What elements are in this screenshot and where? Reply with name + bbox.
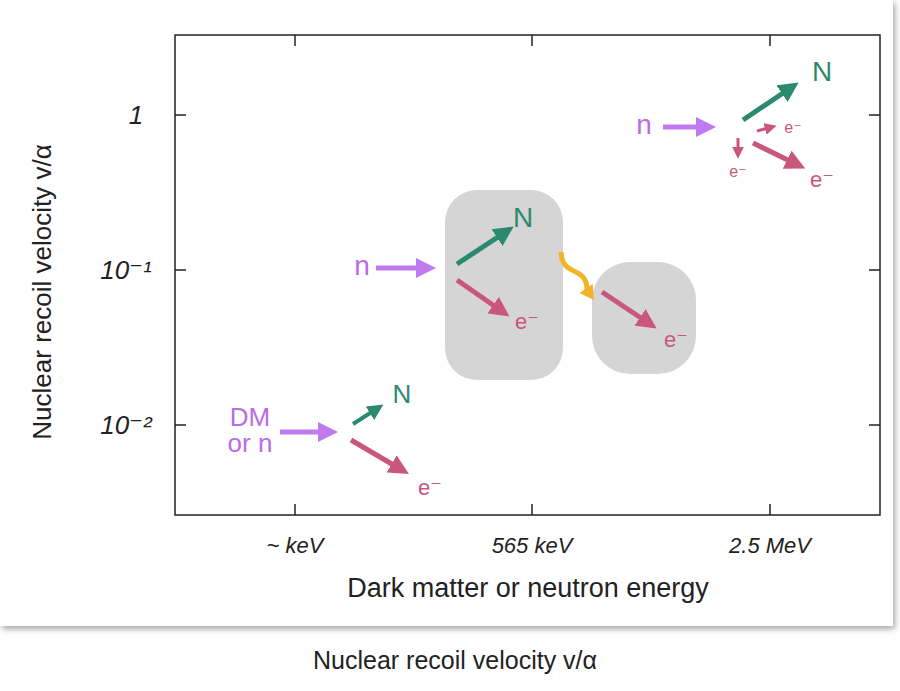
tick-label: 10⁻¹ [100, 256, 151, 285]
figure-card: Nuclear recoil velocity v/α 1 10⁻¹ 10⁻² ~ ke… [0, 0, 893, 626]
tick-label: 565 keV [492, 534, 573, 558]
region-shape [592, 262, 696, 374]
shaded-region: Ne⁻ [445, 190, 563, 380]
shaded-region: e⁻ [592, 262, 696, 374]
figure-caption: Nuclear recoil velocity v/α [313, 646, 597, 675]
particle-label: e⁻ [664, 328, 688, 352]
tick-label: 10⁻² [100, 411, 151, 440]
particle-label: e⁻ [418, 476, 442, 500]
region-shape [445, 190, 563, 380]
particle-label: n [354, 251, 370, 282]
tick-label: 1 [129, 101, 143, 130]
particle-label: e⁻ [784, 119, 801, 137]
particle-label: N [393, 380, 412, 409]
particle-label: e⁻ [729, 163, 746, 181]
particle-label: e⁻ [810, 168, 834, 192]
tick-label: ~ keV [267, 534, 324, 558]
wavy-arrow [561, 252, 594, 300]
particle-label: N [513, 203, 533, 234]
particle-label: n [636, 110, 652, 141]
plot-illustration [0, 0, 893, 626]
particle-label: N [812, 57, 832, 88]
axis-title: Nuclear recoil velocity v/α [28, 144, 57, 439]
tick-label: 2.5 MeV [729, 534, 811, 558]
particle-arrows [280, 87, 798, 470]
plot-frame [175, 35, 880, 515]
axis-title: Dark matter or neutron energy [347, 574, 709, 604]
particle-label: e⁻ [515, 310, 539, 334]
particle-label: DM or n [215, 404, 285, 456]
